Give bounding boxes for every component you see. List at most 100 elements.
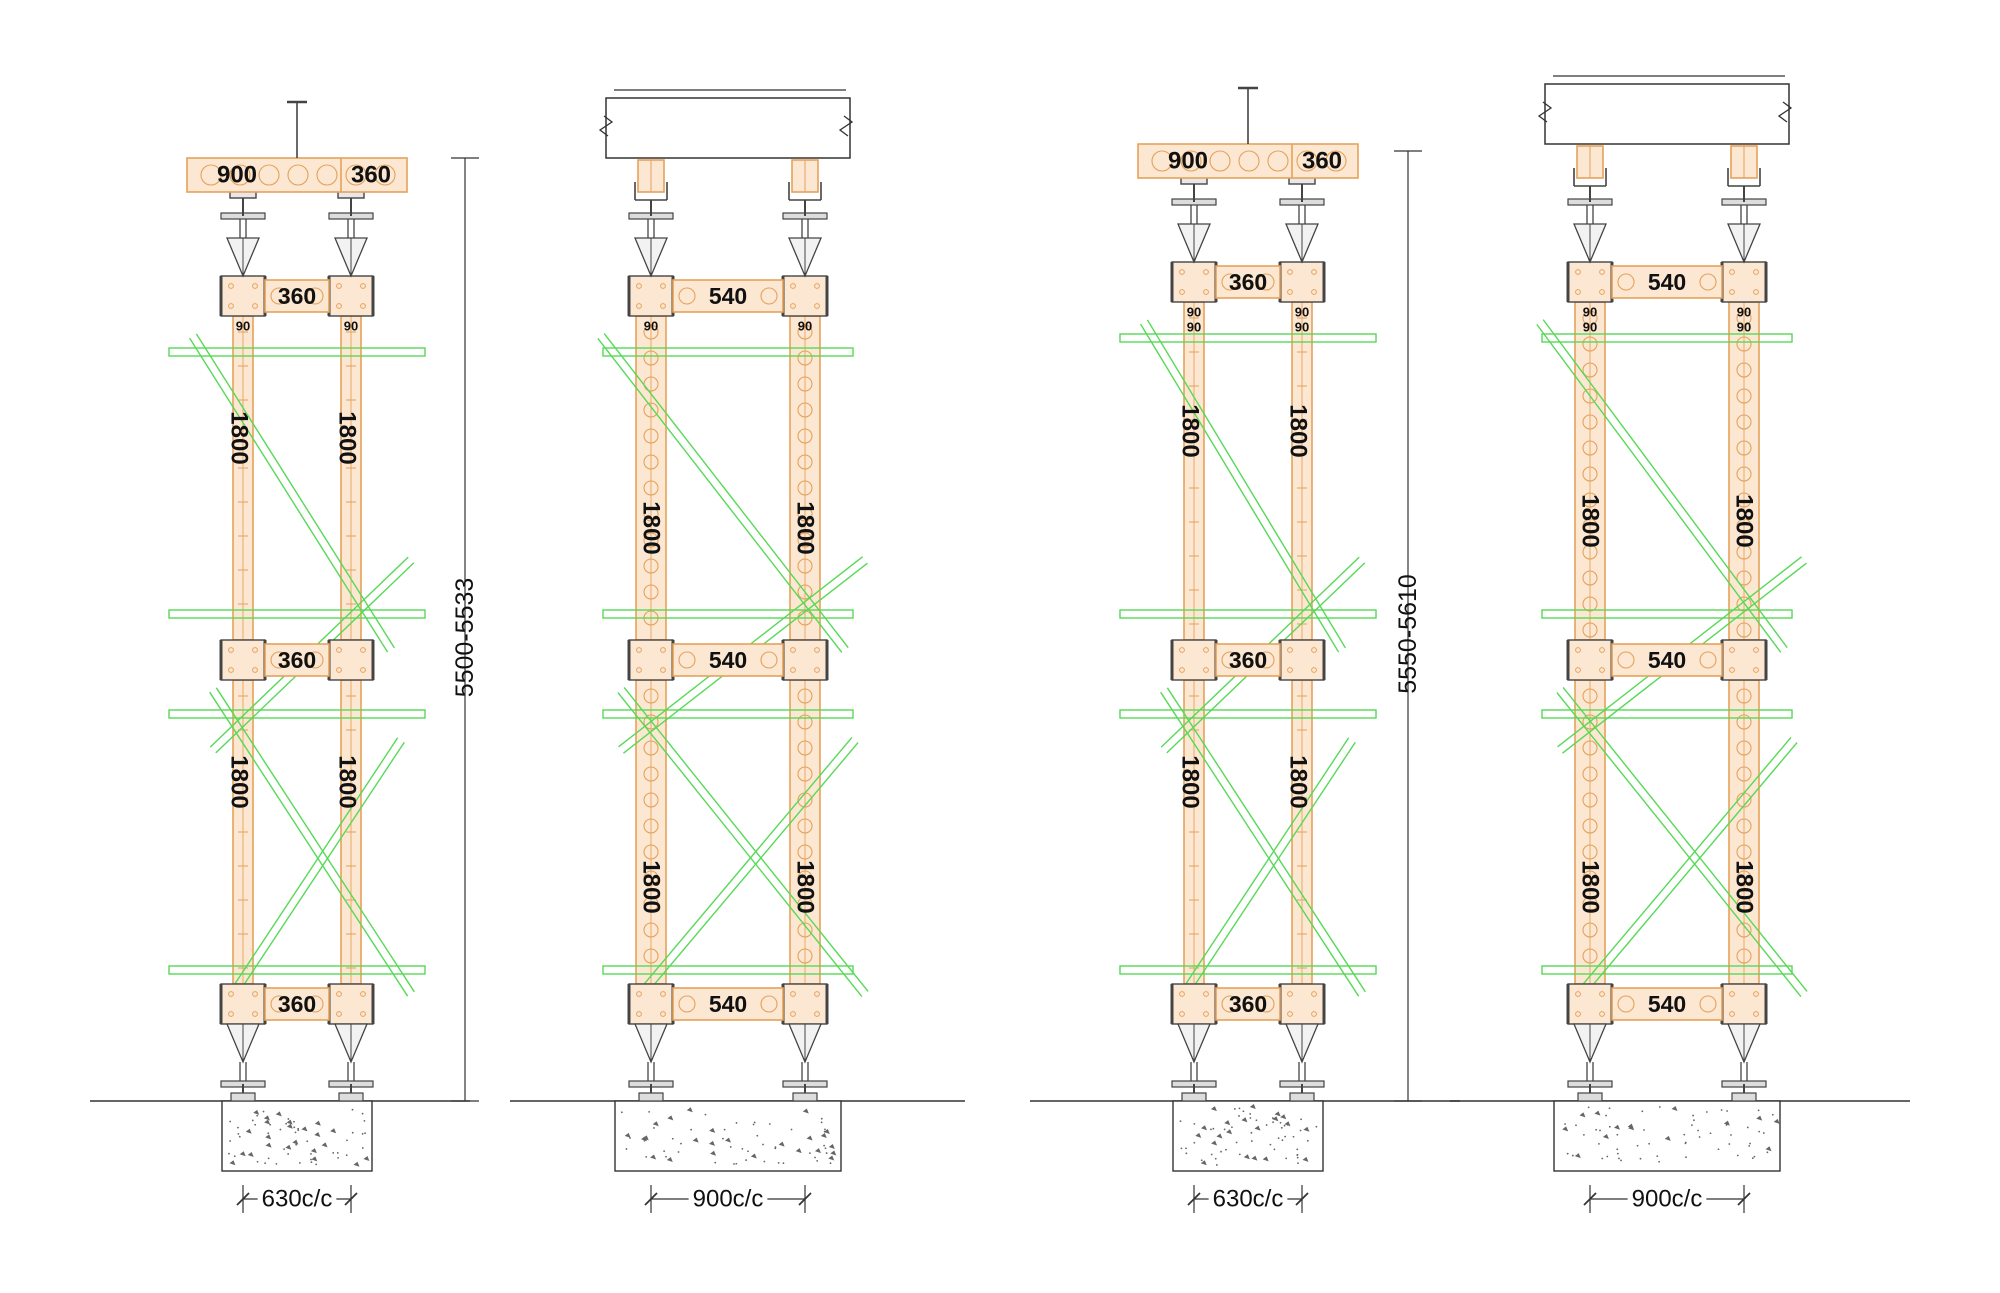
concrete-footing-grain	[1684, 1142, 1687, 1145]
concrete-footing-grain	[256, 1160, 259, 1163]
concrete-footing-grain	[297, 1129, 300, 1132]
coupler-node-left-bolt	[636, 1011, 642, 1017]
base-plate	[638, 1092, 664, 1102]
concrete-footing-grain	[293, 1120, 295, 1123]
concrete-footing-grain	[704, 1113, 707, 1116]
upper-frame-left-hole	[643, 584, 659, 600]
concrete-footing-grain	[1285, 1157, 1288, 1160]
lower-frame-right-hole	[797, 818, 813, 834]
coupler-node-right-bolt	[1729, 269, 1735, 275]
concrete-footing-grain	[1249, 1113, 1252, 1115]
concrete-footing-grain	[1185, 1152, 1188, 1155]
coupler-node-left-bolt	[1203, 1011, 1209, 1017]
concrete-footing-aggregate	[1226, 1129, 1233, 1135]
lower-diagonal-brace-2-a	[1576, 736, 1792, 992]
primary-beam-hole	[258, 164, 280, 186]
ledger-bot-hole-l	[1221, 995, 1239, 1013]
concrete-footing-grain	[733, 1163, 735, 1165]
concrete-footing-grain	[1692, 1114, 1695, 1117]
lower-frame-left-hole	[1582, 792, 1598, 808]
lower-frame-right-hole	[1736, 948, 1752, 964]
concrete-footing-grain	[1214, 1157, 1217, 1160]
concrete-footing-grain	[1608, 1107, 1611, 1110]
upper-frame-right-hole	[1736, 622, 1752, 638]
concrete-footing-grain	[1200, 1159, 1203, 1162]
lower-frame-height-right: 1800	[1731, 860, 1758, 913]
concrete-footing-grain	[729, 1146, 732, 1148]
coupler-node-right-bolt	[1287, 991, 1293, 997]
coupler-node-right	[1279, 639, 1325, 681]
upper-frame-right-hole	[1736, 336, 1752, 352]
concrete-footing-grain	[1571, 1154, 1574, 1157]
horizontal-runner-1	[1119, 333, 1377, 343]
concrete-footing-grain	[264, 1162, 267, 1165]
concrete-footing-grain	[237, 1126, 239, 1129]
concrete-footing-grain	[782, 1162, 785, 1165]
concrete-footing-grain	[237, 1133, 240, 1135]
upper-frame-left-hole	[1582, 362, 1598, 378]
concrete-footing-grain	[1284, 1135, 1287, 1138]
coupler-node-left-bolt	[1575, 289, 1581, 295]
base-plate	[230, 1092, 256, 1102]
coupler-node-right-bolt	[1729, 667, 1735, 673]
beam-length-label: 900	[1168, 148, 1208, 175]
coupler-node-left-bolt	[228, 991, 234, 997]
primary-beam-hole	[1180, 150, 1202, 172]
upper-frame-left-hole	[1582, 622, 1598, 638]
concrete-footing-grain	[1746, 1126, 1749, 1129]
concrete-footing-grain	[1757, 1109, 1760, 1112]
coupler-node-right-bolt	[1311, 647, 1317, 653]
coupler-node-left	[1567, 261, 1613, 303]
concrete-footing-grain	[1315, 1125, 1318, 1128]
upper-frame-height-left: 1800	[1177, 404, 1204, 457]
lower-frame-left-hole	[1582, 896, 1598, 912]
lower-frame-height-left: 1800	[1577, 860, 1604, 913]
concrete-footing-grain	[1273, 1148, 1276, 1151]
concrete-footing-grain	[1658, 1106, 1661, 1108]
lower-diagonal-brace-2-b	[1582, 742, 1798, 998]
coupler-node-left-bolt	[660, 667, 666, 673]
concrete-footing-grain	[1210, 1153, 1213, 1156]
concrete-footing-grain	[763, 1160, 766, 1163]
concrete-footing-grain	[1753, 1155, 1756, 1158]
concrete-footing-aggregate	[363, 1156, 370, 1162]
concrete-footing-aggregate	[652, 1121, 659, 1127]
concrete-footing-aggregate	[301, 1126, 308, 1132]
overall-height-label: 5550-5610	[1394, 574, 1422, 694]
primary-beam-hole	[229, 164, 251, 186]
concrete-beam	[1544, 83, 1790, 145]
concrete-footing-grain	[315, 1163, 318, 1166]
lower-diagonal-brace-1-a	[617, 692, 863, 997]
concrete-footing-grain	[745, 1159, 748, 1161]
ledger-top-label: 540	[709, 283, 747, 309]
break-line-left	[1537, 101, 1553, 123]
coupler-node-right-bolt	[1287, 667, 1293, 673]
lower-frame-left-hole	[643, 948, 659, 964]
lower-frame-right-hole	[1736, 844, 1752, 860]
concrete-footing-aggregate	[814, 1148, 821, 1154]
coupler-node-left-bolt	[1203, 269, 1209, 275]
concrete-footing-grain	[1250, 1131, 1253, 1134]
upper-frame-right-hole	[797, 350, 813, 366]
coupler-node-left	[220, 275, 266, 317]
upper-frame-right-hole	[1736, 440, 1752, 456]
lower-frame-left-hole	[643, 844, 659, 860]
horizontal-runner-4	[1119, 965, 1377, 975]
ledger-bot	[1611, 987, 1723, 1021]
concrete-footing-aggregate	[1280, 1114, 1287, 1120]
concrete-footing-grain	[229, 1120, 232, 1123]
concrete-footing-grain	[774, 1147, 777, 1150]
coupler-node-left-bolt	[252, 667, 258, 673]
ledger-top-label: 360	[278, 283, 316, 309]
concrete-beam	[605, 97, 851, 159]
concrete-footing-grain	[1575, 1124, 1577, 1127]
concrete-footing-aggregate	[709, 1127, 716, 1133]
concrete-footing-grain	[1281, 1139, 1284, 1142]
upper-diagonal-brace-1-b	[603, 333, 849, 648]
concrete-footing-aggregate	[263, 1115, 270, 1121]
concrete-footing-grain	[680, 1142, 682, 1145]
upper-frame-right-hole	[797, 376, 813, 392]
coupler-node-left-bolt	[228, 1011, 234, 1017]
horizontal-runner-2	[1119, 609, 1377, 619]
u-head	[634, 182, 668, 201]
